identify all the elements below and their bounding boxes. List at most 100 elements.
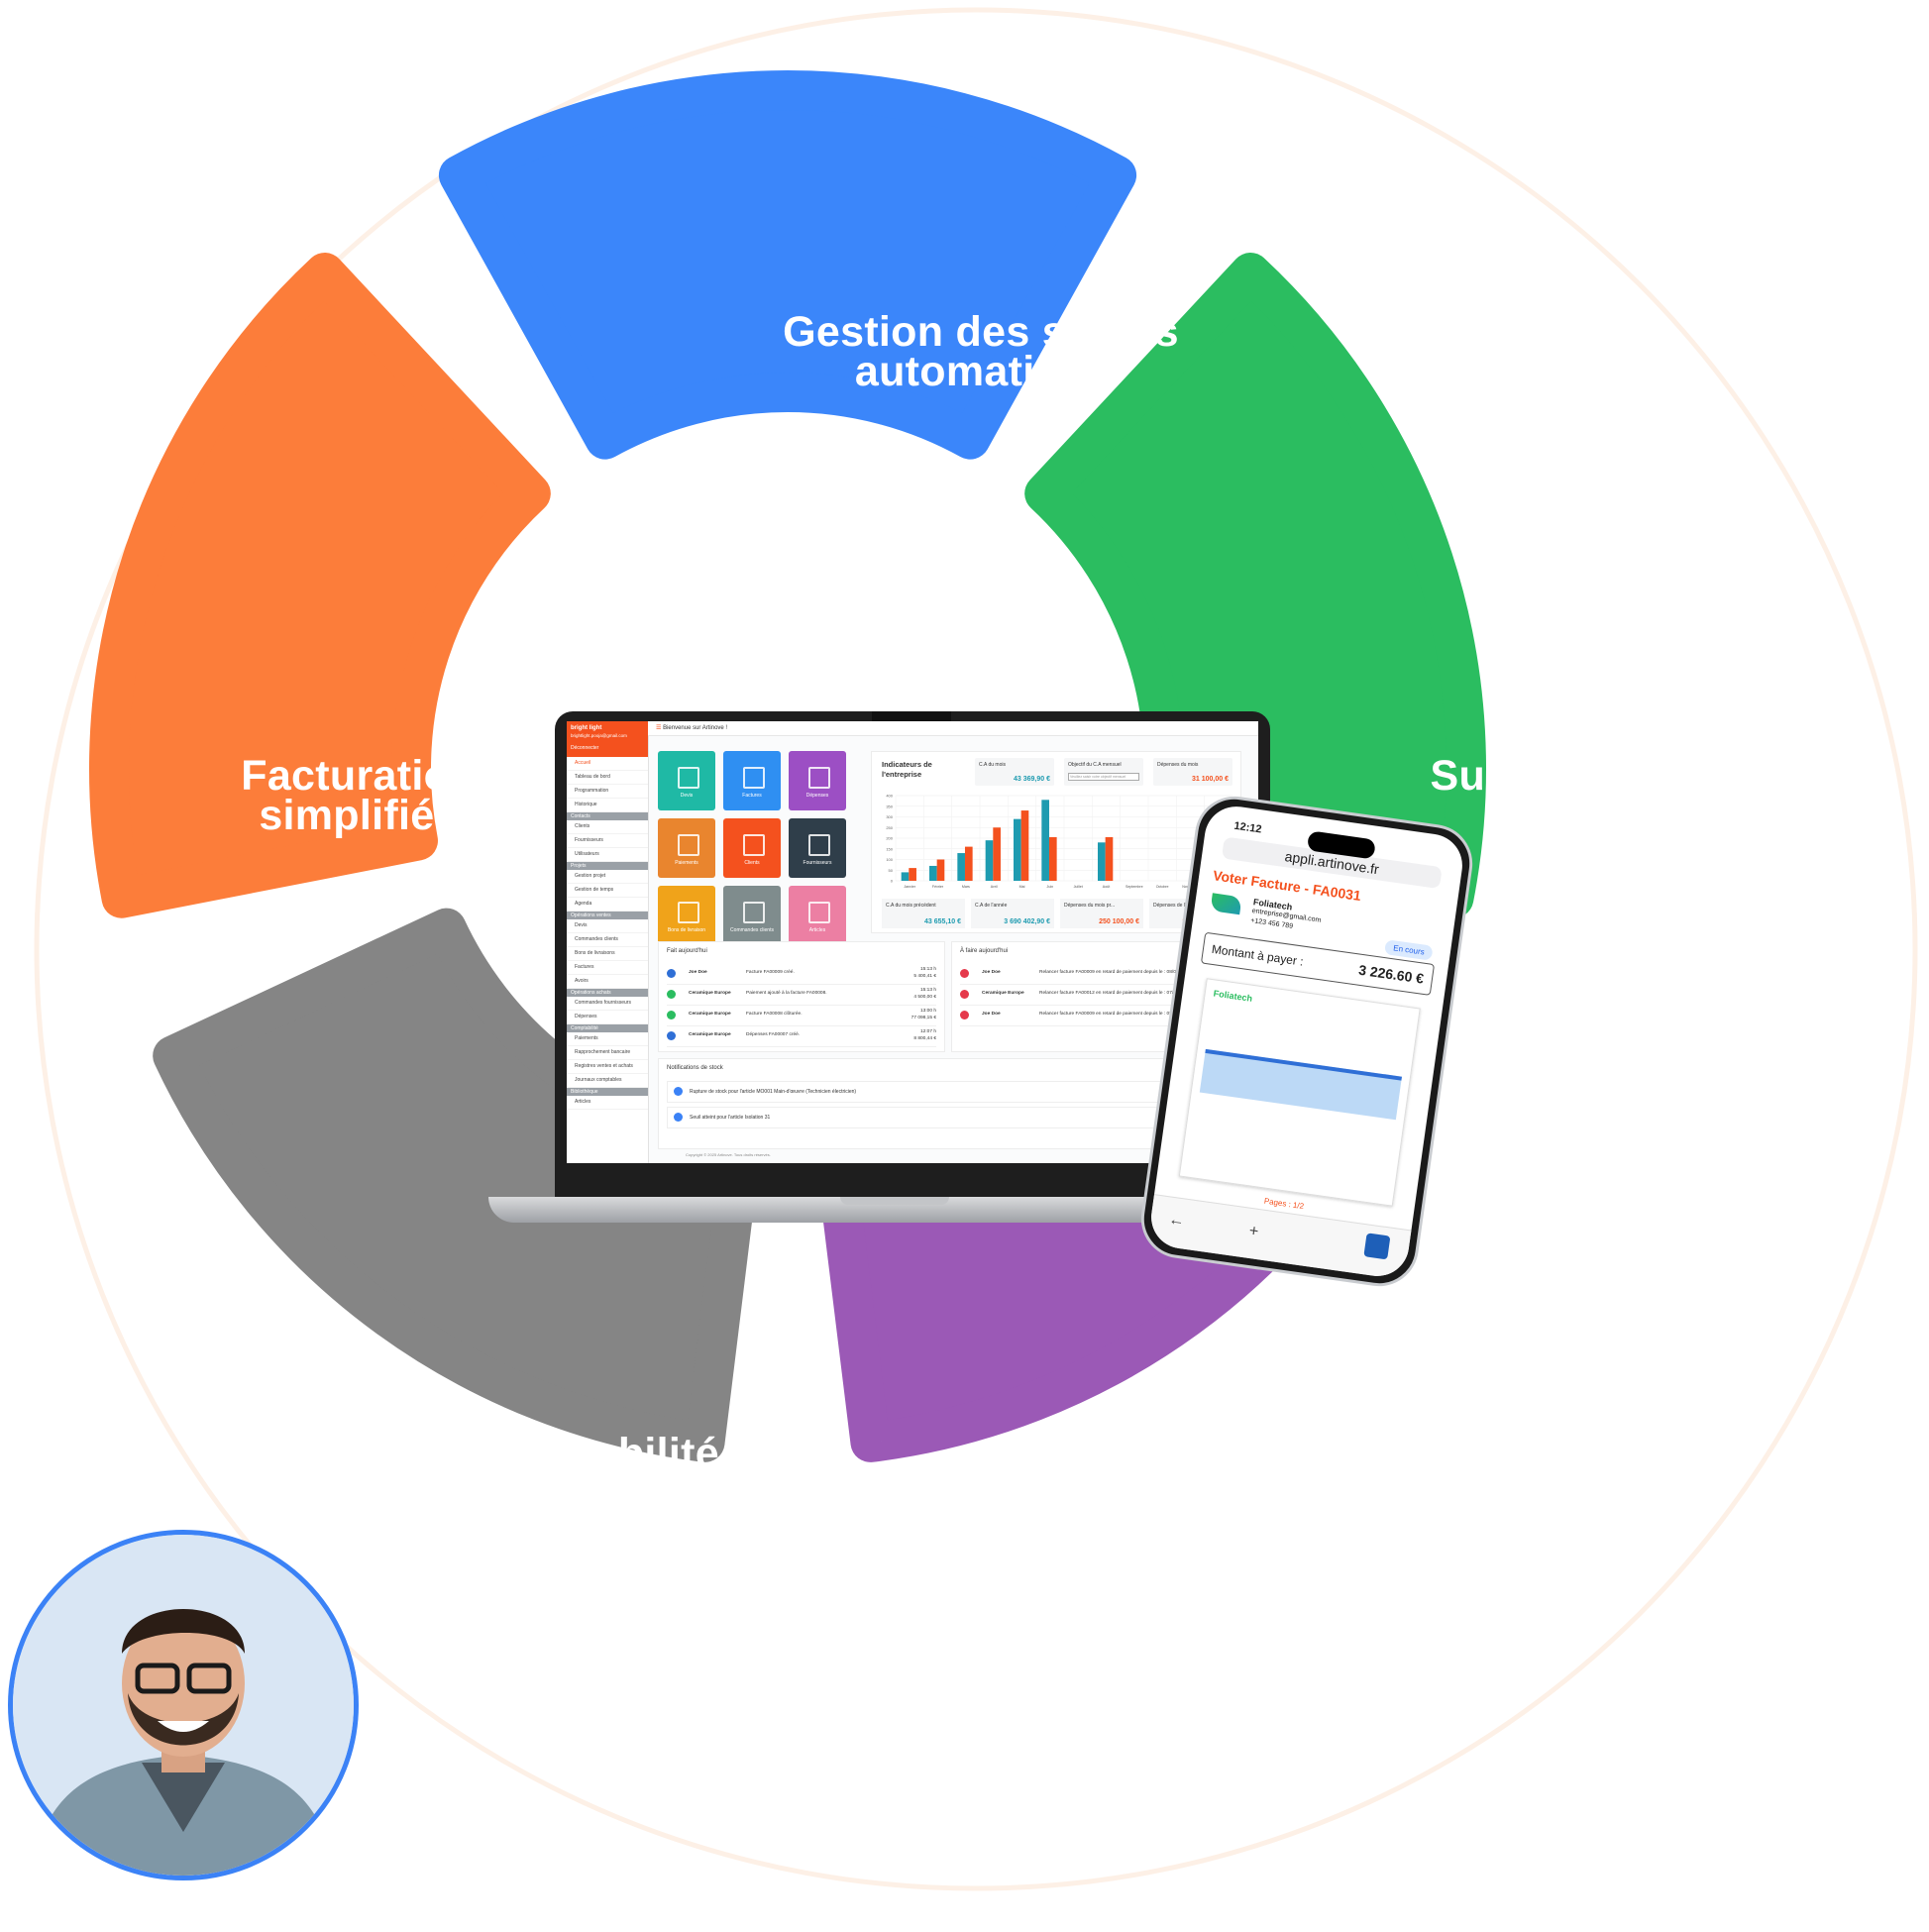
kpi-year[interactable]: C.A de l'année 3 690 402,90 € — [971, 899, 1054, 928]
add-tab-icon[interactable]: + — [1247, 1222, 1260, 1240]
stock-notifications-title: Notifications de stock — [667, 1065, 723, 1071]
tile-fournisseurs[interactable]: Fournisseurs — [789, 818, 846, 878]
laptop-base — [488, 1197, 1268, 1223]
tile-icon — [808, 767, 830, 789]
sidebar-item[interactable]: Bons de livraisons — [567, 947, 648, 961]
tile-commandes-clients[interactable]: Commandes clients — [723, 886, 781, 945]
x-tick-label: Mai — [1019, 885, 1025, 889]
status-dot — [667, 1011, 676, 1020]
user-name: bright light — [571, 725, 602, 731]
row-contact: Ceramique Europe — [689, 991, 731, 996]
todo-row[interactable]: Ceramique Europe Relancer facture FA00012… — [960, 985, 1241, 1006]
sidebar-item[interactable]: Gestion de temps — [567, 884, 648, 898]
logout-button[interactable]: Déconnecter — [571, 745, 599, 751]
kpi-label: C.A de l'année — [975, 903, 1008, 909]
bar — [1014, 818, 1021, 881]
row-description: Relancer facture FA00009 en retard de pa… — [1039, 970, 1192, 975]
print-icon[interactable] — [1363, 1233, 1391, 1260]
tile-factures[interactable]: Factures — [723, 751, 781, 810]
y-tick-label: 0 — [891, 879, 894, 884]
tile-label: Commandes clients — [730, 927, 774, 933]
row-contact: Joe Doe — [982, 1012, 1001, 1017]
tile-devis[interactable]: Devis — [658, 751, 715, 810]
done-today-title: Fait aujourd'hui — [667, 948, 707, 954]
amount-label: Montant à payer : — [1211, 941, 1305, 969]
tile-label: Articles — [808, 927, 826, 933]
bar — [1098, 842, 1106, 881]
bar — [957, 853, 965, 881]
app-topbar: ☰ Bienvenue sur Artinove ! — [648, 721, 1258, 736]
tile-paiements[interactable]: Paiements — [658, 818, 715, 878]
done-row[interactable]: Ceramique Europe Facture FA00008 clôturée… — [667, 1006, 936, 1026]
sidebar-item[interactable]: Articles — [567, 1096, 648, 1110]
tile-clients[interactable]: Clients — [723, 818, 781, 878]
y-tick-label: 400 — [886, 794, 893, 799]
kpi-label: Objectif du C.A mensuel — [1068, 762, 1122, 768]
sidebar-item[interactable]: Fournisseurs — [567, 834, 648, 848]
sidebar-item[interactable]: Journaux comptables — [567, 1074, 648, 1088]
company-info: Foliatech entreprise@gmail.com +123 456 … — [1250, 897, 1324, 935]
sidebar-user: bright light brightlight.pooja@gmail.com… — [567, 721, 648, 757]
invoice-preview: Foliatech — [1178, 978, 1421, 1207]
tile-dépenses[interactable]: Dépenses — [789, 751, 846, 810]
row-time: 13:00 h — [919, 1009, 936, 1014]
stock-notification-item[interactable]: Rupture de stock pour l'article MO001 Ma… — [667, 1081, 1241, 1103]
sidebar-item[interactable]: Rapprochement bancaire — [567, 1046, 648, 1060]
kpi-prev-expenses[interactable]: Dépenses du mois pr... 250 100,00 € — [1060, 899, 1143, 928]
sidebar-item[interactable]: Registres ventes et achats — [567, 1060, 648, 1074]
row-contact: Ceramique Europe — [689, 1012, 731, 1017]
tile-articles[interactable]: Articles — [789, 886, 846, 945]
sidebar-section: Comptabilité — [567, 1024, 648, 1032]
kpi-value: 43 655,10 € — [924, 918, 961, 925]
sidebar-item[interactable]: Utilisateurs — [567, 848, 648, 862]
objective-input[interactable]: Veuillez saisir votre objectif mensuel — [1068, 773, 1139, 781]
row-description: Facture FA00009 créé. — [746, 970, 795, 975]
sidebar-item[interactable]: Programmation — [567, 785, 648, 799]
app-screen: bright light brightlight.pooja@gmail.com… — [567, 721, 1258, 1163]
sidebar-item[interactable]: Accueil — [567, 757, 648, 771]
segment-billing — [89, 253, 551, 918]
info-icon — [674, 1087, 683, 1096]
sidebar-item[interactable]: Tableau de bord — [567, 771, 648, 785]
sidebar-item[interactable]: Paiements — [567, 1032, 648, 1046]
kpi-label: Dépenses du mois pr... — [1064, 903, 1116, 909]
kpi-label: Dépenses de l'année — [1153, 903, 1200, 909]
kpi-value: 43 369,90 € — [1014, 776, 1050, 783]
kpi-prev-month[interactable]: C.A du mois précédent 43 655,10 € — [882, 899, 965, 928]
sidebar-item[interactable]: Avoirs — [567, 975, 648, 989]
menu-icon[interactable]: ☰ — [656, 725, 662, 731]
row-description: Facture FA00008 clôturée. — [746, 1012, 803, 1017]
sidebar-item[interactable]: Agenda — [567, 898, 648, 912]
sidebar-item[interactable]: Gestion projet — [567, 870, 648, 884]
sidebar-item[interactable]: Clients — [567, 820, 648, 834]
sidebar-item[interactable]: Commandes clients — [567, 933, 648, 947]
back-icon[interactable]: ← — [1167, 1211, 1186, 1231]
x-tick-label: Février — [932, 885, 944, 889]
tile-bons-de-livraison[interactable]: Bons de livraison — [658, 886, 715, 945]
sidebar-item[interactable]: Dépenses — [567, 1011, 648, 1024]
sidebar-item[interactable]: Commandes fournisseurs — [567, 997, 648, 1011]
x-tick-label: Septembre — [1125, 885, 1143, 889]
tile-label: Fournisseurs — [803, 860, 832, 866]
sidebar-item[interactable]: Factures — [567, 961, 648, 975]
row-amount: 8 800,44 € — [913, 1036, 936, 1041]
tile-label: Bons de livraison — [667, 927, 706, 933]
bar — [1020, 810, 1029, 881]
kpi-value: 31 100,00 € — [1192, 776, 1229, 783]
kpi-objective: Objectif du C.A mensuel Veuillez saisir … — [1064, 758, 1143, 786]
row-contact: Ceramique Europe — [982, 991, 1024, 996]
sidebar-item[interactable]: Historique — [567, 799, 648, 812]
row-time: 15:13 h — [919, 988, 936, 993]
sidebar-item[interactable]: Devis — [567, 919, 648, 933]
phone-time: 12:12 — [1232, 819, 1263, 836]
row-description: Relancer facture FA00012 en retard de pa… — [1039, 991, 1192, 996]
